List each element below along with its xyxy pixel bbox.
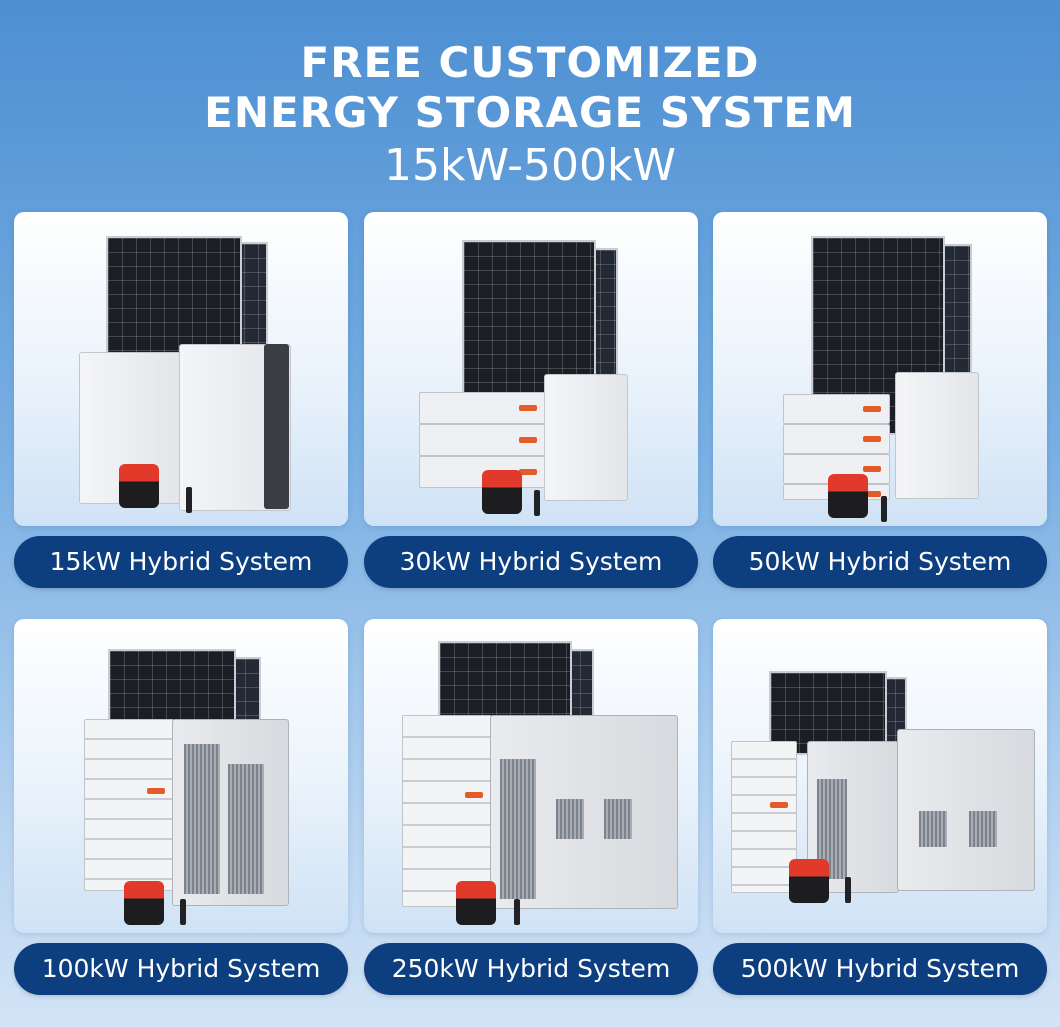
battery-module-icon	[783, 394, 890, 424]
battery-module-icon	[419, 392, 546, 424]
headline-line-2: ENERGY STORAGE SYSTEM	[204, 88, 856, 137]
cable-spool-icon	[789, 859, 829, 903]
vent-icon	[500, 759, 536, 899]
vent-icon	[969, 811, 997, 847]
power-range: 15kW-500kW	[383, 140, 677, 191]
battery-side-icon	[264, 344, 289, 509]
connector-icon	[845, 877, 851, 903]
inverter-icon	[895, 372, 979, 499]
card-label-15kw[interactable]: 15kW Hybrid System	[14, 536, 348, 588]
product-card-500kw[interactable]	[713, 619, 1047, 933]
battery-rack-icon	[731, 741, 797, 893]
connector-icon	[186, 487, 192, 513]
cable-spool-icon	[456, 881, 496, 925]
product-card-100kw[interactable]	[14, 619, 348, 933]
connector-icon	[881, 496, 887, 522]
vent-icon	[604, 799, 632, 839]
product-card-250kw[interactable]	[364, 619, 698, 933]
product-card-15kw[interactable]	[14, 212, 348, 526]
connector-icon	[514, 899, 520, 925]
cable-spool-icon	[482, 470, 522, 514]
vent-icon	[919, 811, 947, 847]
solar-panel-icon	[769, 671, 887, 755]
cable-spool-icon	[124, 881, 164, 925]
connector-icon	[534, 490, 540, 516]
battery-rack-icon	[402, 715, 492, 907]
cable-spool-icon	[828, 474, 868, 518]
card-label-100kw[interactable]: 100kW Hybrid System	[14, 943, 348, 995]
product-card-30kw[interactable]	[364, 212, 698, 526]
card-label-50kw[interactable]: 50kW Hybrid System	[713, 536, 1047, 588]
card-label-500kw[interactable]: 500kW Hybrid System	[713, 943, 1047, 995]
inverter-icon	[544, 374, 628, 501]
vent-icon	[184, 744, 220, 894]
cable-spool-icon	[119, 464, 159, 508]
card-label-30kw[interactable]: 30kW Hybrid System	[364, 536, 698, 588]
vent-icon	[556, 799, 584, 839]
battery-rack-icon	[84, 719, 174, 891]
power-cabinet-icon	[897, 729, 1035, 891]
card-label-250kw[interactable]: 250kW Hybrid System	[364, 943, 698, 995]
battery-module-icon	[783, 424, 890, 454]
connector-icon	[180, 899, 186, 925]
battery-module-icon	[419, 424, 546, 456]
vent-icon	[228, 764, 264, 894]
product-card-50kw[interactable]	[713, 212, 1047, 526]
headline-line-1: FREE CUSTOMIZED	[300, 38, 760, 87]
